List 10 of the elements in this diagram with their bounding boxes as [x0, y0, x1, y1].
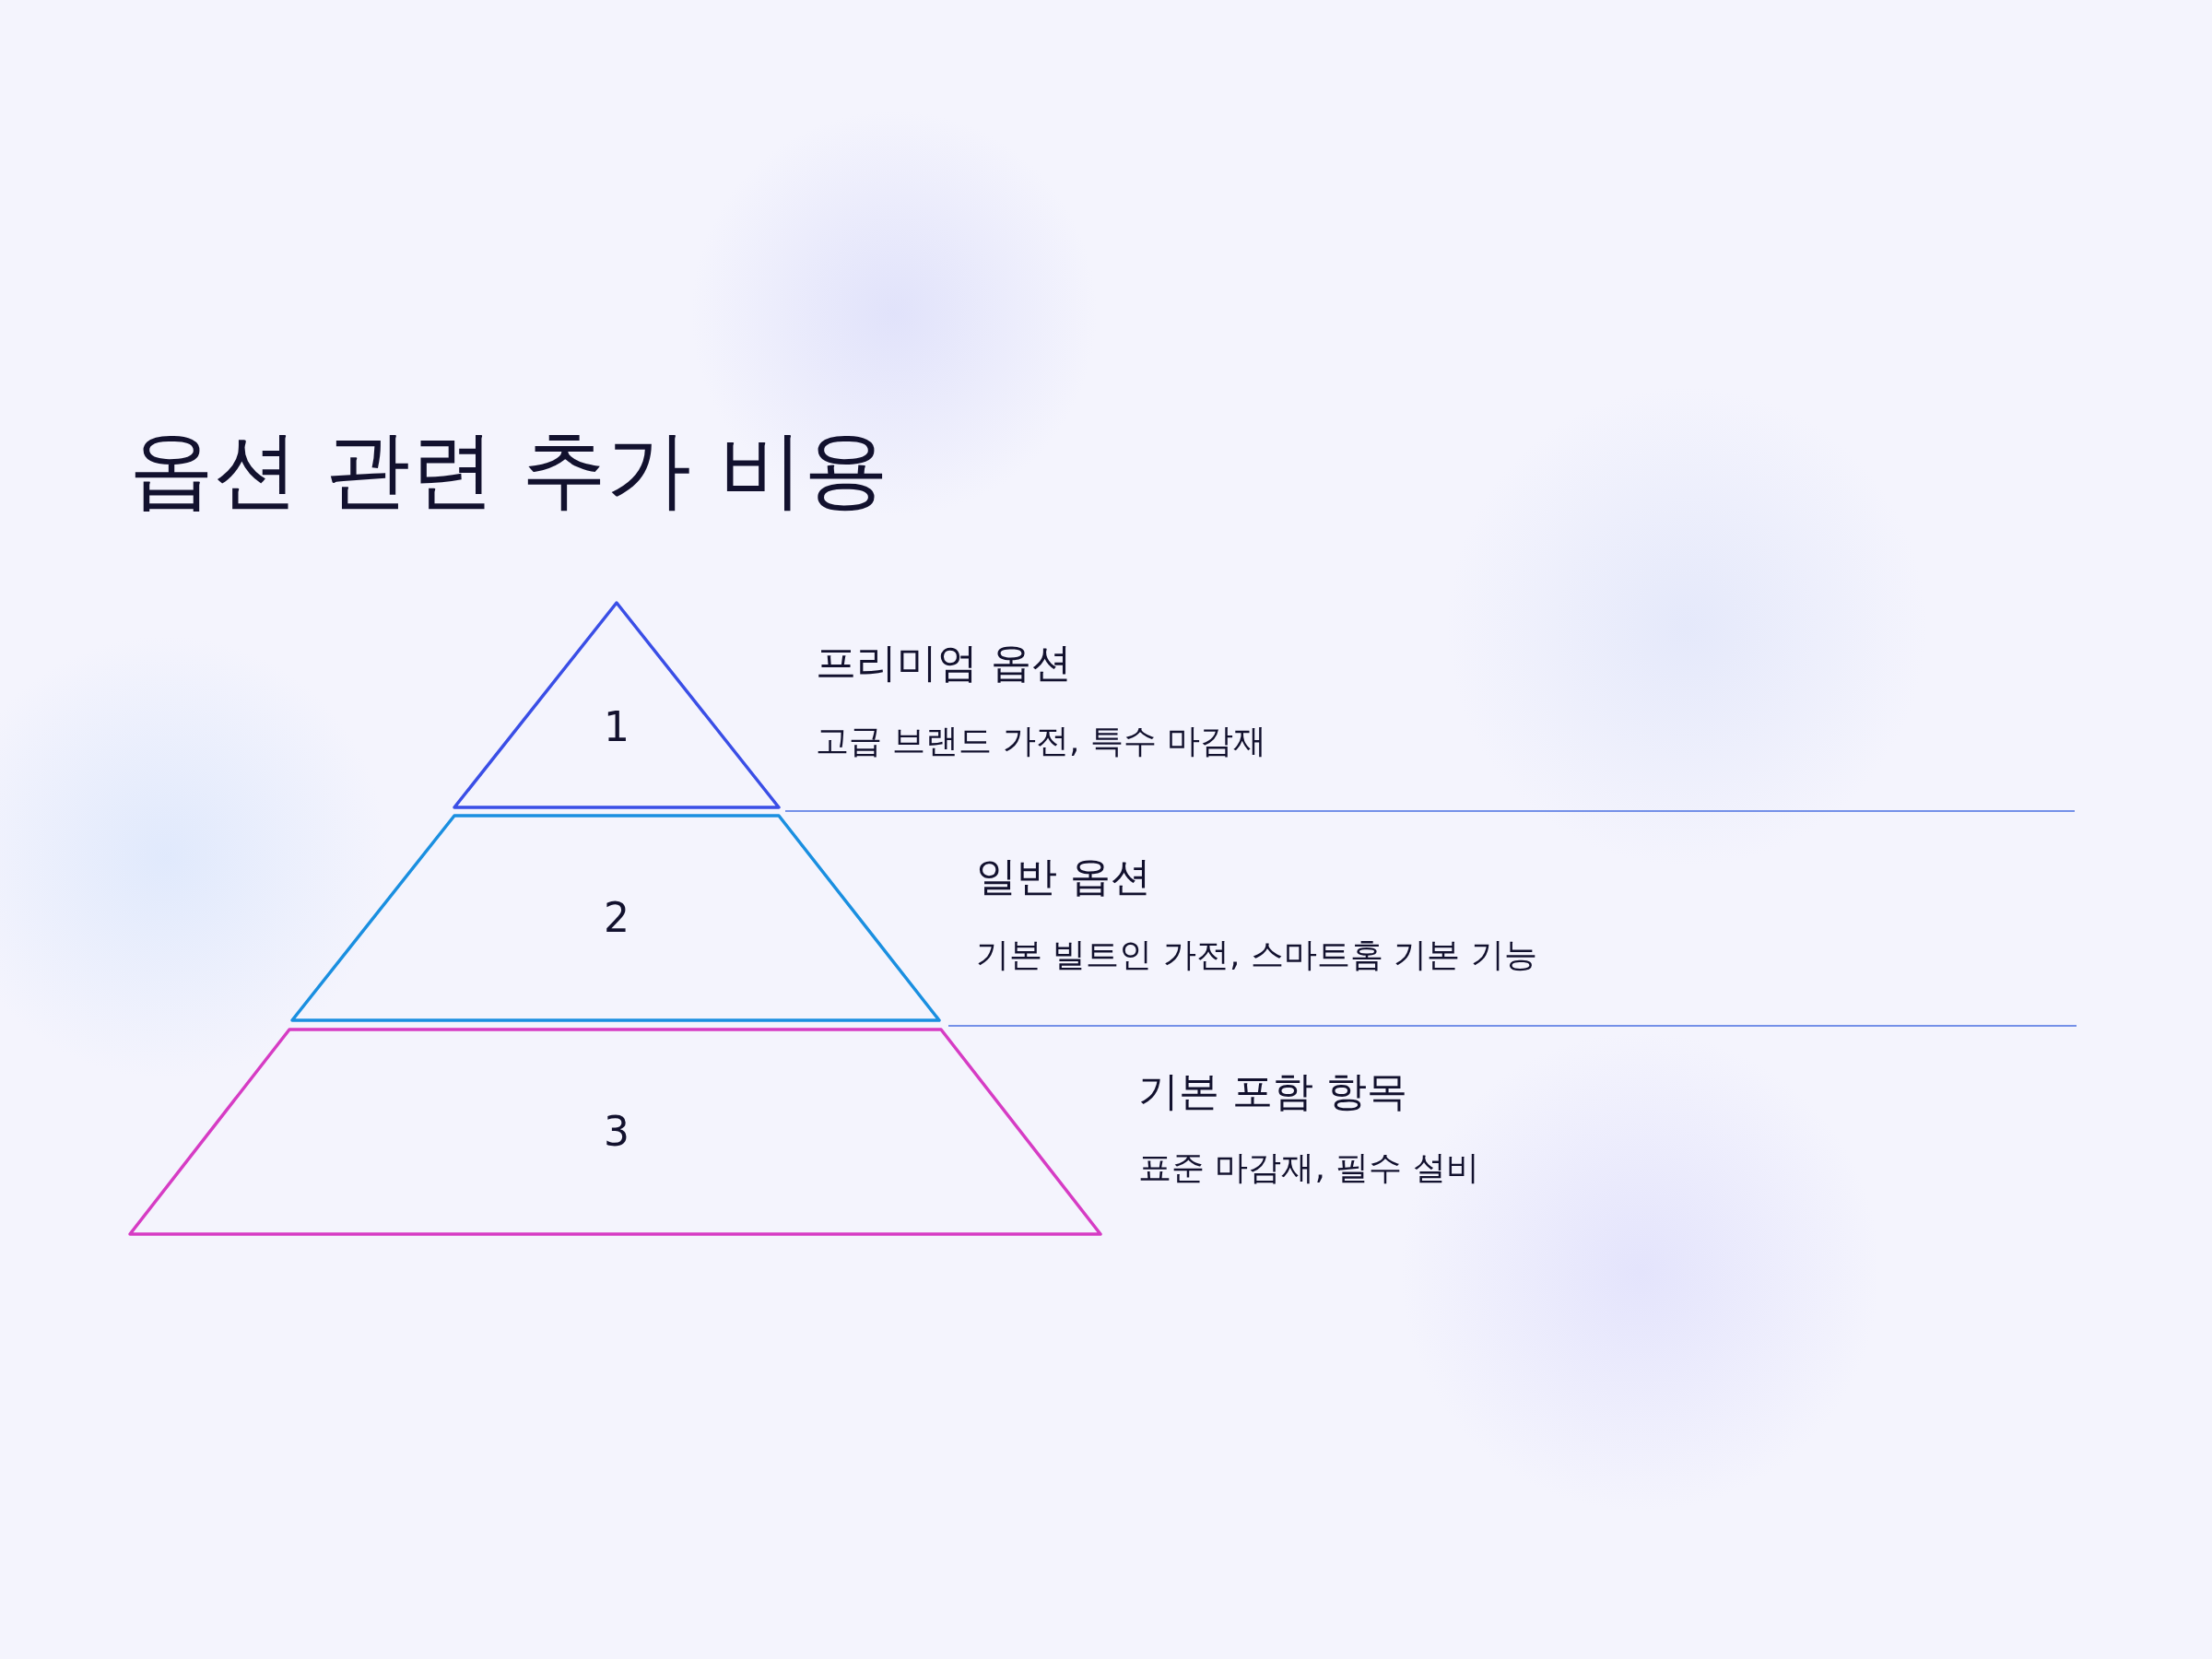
- layer-number: 1: [604, 702, 629, 750]
- layer-heading: 일반 옵션: [976, 852, 1151, 901]
- layer-description: 기본 빌트인 가전, 스마트홈 기본 기능: [976, 935, 1537, 975]
- layer-number: 3: [604, 1107, 629, 1155]
- layer-heading: 프리미엄 옵션: [816, 638, 1072, 688]
- layer-number: 2: [604, 893, 629, 941]
- title: 옵션 관련 추가 비용: [129, 419, 888, 521]
- layer-heading: 기본 포함 항목: [1138, 1066, 1407, 1116]
- layer-description: 표준 마감재, 필수 설비: [1138, 1147, 1479, 1188]
- layer-description: 고급 브랜드 가전, 특수 마감재: [816, 721, 1267, 761]
